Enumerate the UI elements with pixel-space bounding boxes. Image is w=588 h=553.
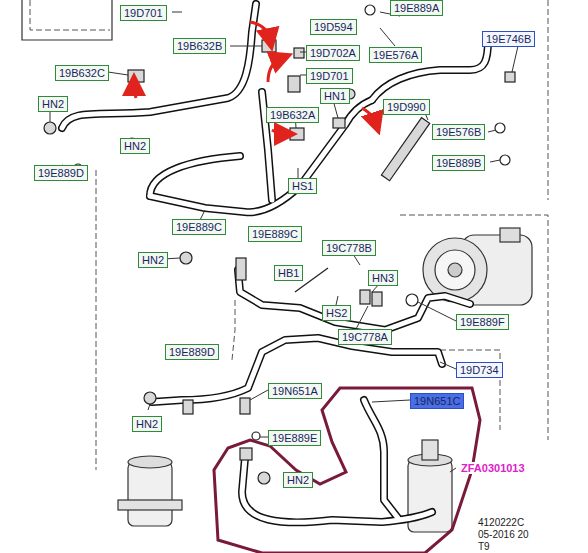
callout-number: 19C778B xyxy=(326,242,372,254)
callout-box: 19E576A xyxy=(369,47,422,63)
callout-number: HN2 xyxy=(124,140,146,152)
callout-box: HS2 xyxy=(322,305,351,321)
callout-number: 19E889D xyxy=(169,346,215,358)
callout-box: HS1 xyxy=(288,178,317,194)
callout-number: 19B632B xyxy=(177,40,222,52)
callout-box: 19B632C xyxy=(55,65,109,81)
callout-number: 19C778A xyxy=(342,331,388,343)
callout-box: 19E889A xyxy=(390,0,443,16)
callout-box: 19B632A xyxy=(266,107,319,123)
callout-box: 19E889D xyxy=(165,344,219,360)
callout-box: 19D594 xyxy=(310,19,357,35)
drawing-info: T9 xyxy=(478,541,490,553)
callout-box: 19E889C xyxy=(172,219,226,235)
callout-box: HN2 xyxy=(283,472,313,488)
callout-number: HN2 xyxy=(42,98,64,110)
callout-number: 19D702A xyxy=(310,47,356,59)
callout-box: 19C778A xyxy=(338,329,392,345)
callout-box: 19N651A xyxy=(268,383,322,399)
callout-number: HN3 xyxy=(372,272,394,284)
callout-box: 19E889F xyxy=(456,314,509,330)
callout-number: 19N651A xyxy=(272,385,318,397)
callout-number: 19B632C xyxy=(59,67,105,79)
callout-box: HN2 xyxy=(138,252,168,268)
callout-number: 19D594 xyxy=(314,21,353,33)
callout-box: 19B632B xyxy=(173,38,226,54)
callout-box: 19D702A xyxy=(306,45,360,61)
callout-box: 19D734 xyxy=(456,362,503,378)
callout-box: HN2 xyxy=(120,138,150,154)
part-code: ZFA0301013 xyxy=(461,462,525,474)
callout-number: 19N651C xyxy=(414,395,460,407)
callout-number: 19D734 xyxy=(460,364,499,376)
callout-number: 19D701 xyxy=(124,7,163,19)
callout-number: 19E576B xyxy=(436,126,481,138)
callout-box: 19E576B xyxy=(432,124,485,140)
callout-number: 19D701 xyxy=(310,70,349,82)
callout-number: HS2 xyxy=(326,307,347,319)
callout-box: 19E889B xyxy=(432,155,485,171)
callout-number: HN2 xyxy=(136,418,158,430)
callout-number: HN2 xyxy=(287,474,309,486)
drawing-info: 05-2016 20 xyxy=(478,529,529,541)
callout-number: 19B632A xyxy=(270,109,315,121)
callout-number: HN1 xyxy=(324,90,346,102)
drawing-info: 4120222C xyxy=(478,517,524,529)
callout-box: 19D990 xyxy=(383,99,430,115)
callout-box: HB1 xyxy=(274,265,303,281)
callout-number: 19E889F xyxy=(460,316,505,328)
callout-number: 19E889C xyxy=(176,221,222,233)
callout-box: HN2 xyxy=(38,96,68,112)
callout-number: HN2 xyxy=(142,254,164,266)
callout-number: 19D990 xyxy=(387,101,426,113)
callout-number: 19E889C xyxy=(252,228,298,240)
callout-number: 19E889B xyxy=(436,157,481,169)
callout-box: HN2 xyxy=(132,416,162,432)
callout-box: 19E746B xyxy=(482,31,535,47)
callout-number: HB1 xyxy=(278,267,299,279)
callout-box: 19N651C xyxy=(410,393,464,409)
callout-number: 19E746B xyxy=(486,33,531,45)
callout-box: 19D701 xyxy=(306,68,353,84)
callout-number: 19E576A xyxy=(373,49,418,61)
callout-box: HN3 xyxy=(368,270,398,286)
callout-number: HS1 xyxy=(292,180,313,192)
callout-box: HN1 xyxy=(320,88,350,104)
callout-box: 19E889C xyxy=(248,226,302,242)
callout-box: 19D701 xyxy=(120,5,167,21)
callout-box: 19E889E xyxy=(268,430,321,446)
callout-number: 19E889D xyxy=(38,167,84,179)
callout-box: 19E889D xyxy=(34,165,88,181)
callout-number: 19E889E xyxy=(272,432,317,444)
callout-number: 19E889A xyxy=(394,2,439,14)
callout-box: 19C778B xyxy=(322,240,376,256)
